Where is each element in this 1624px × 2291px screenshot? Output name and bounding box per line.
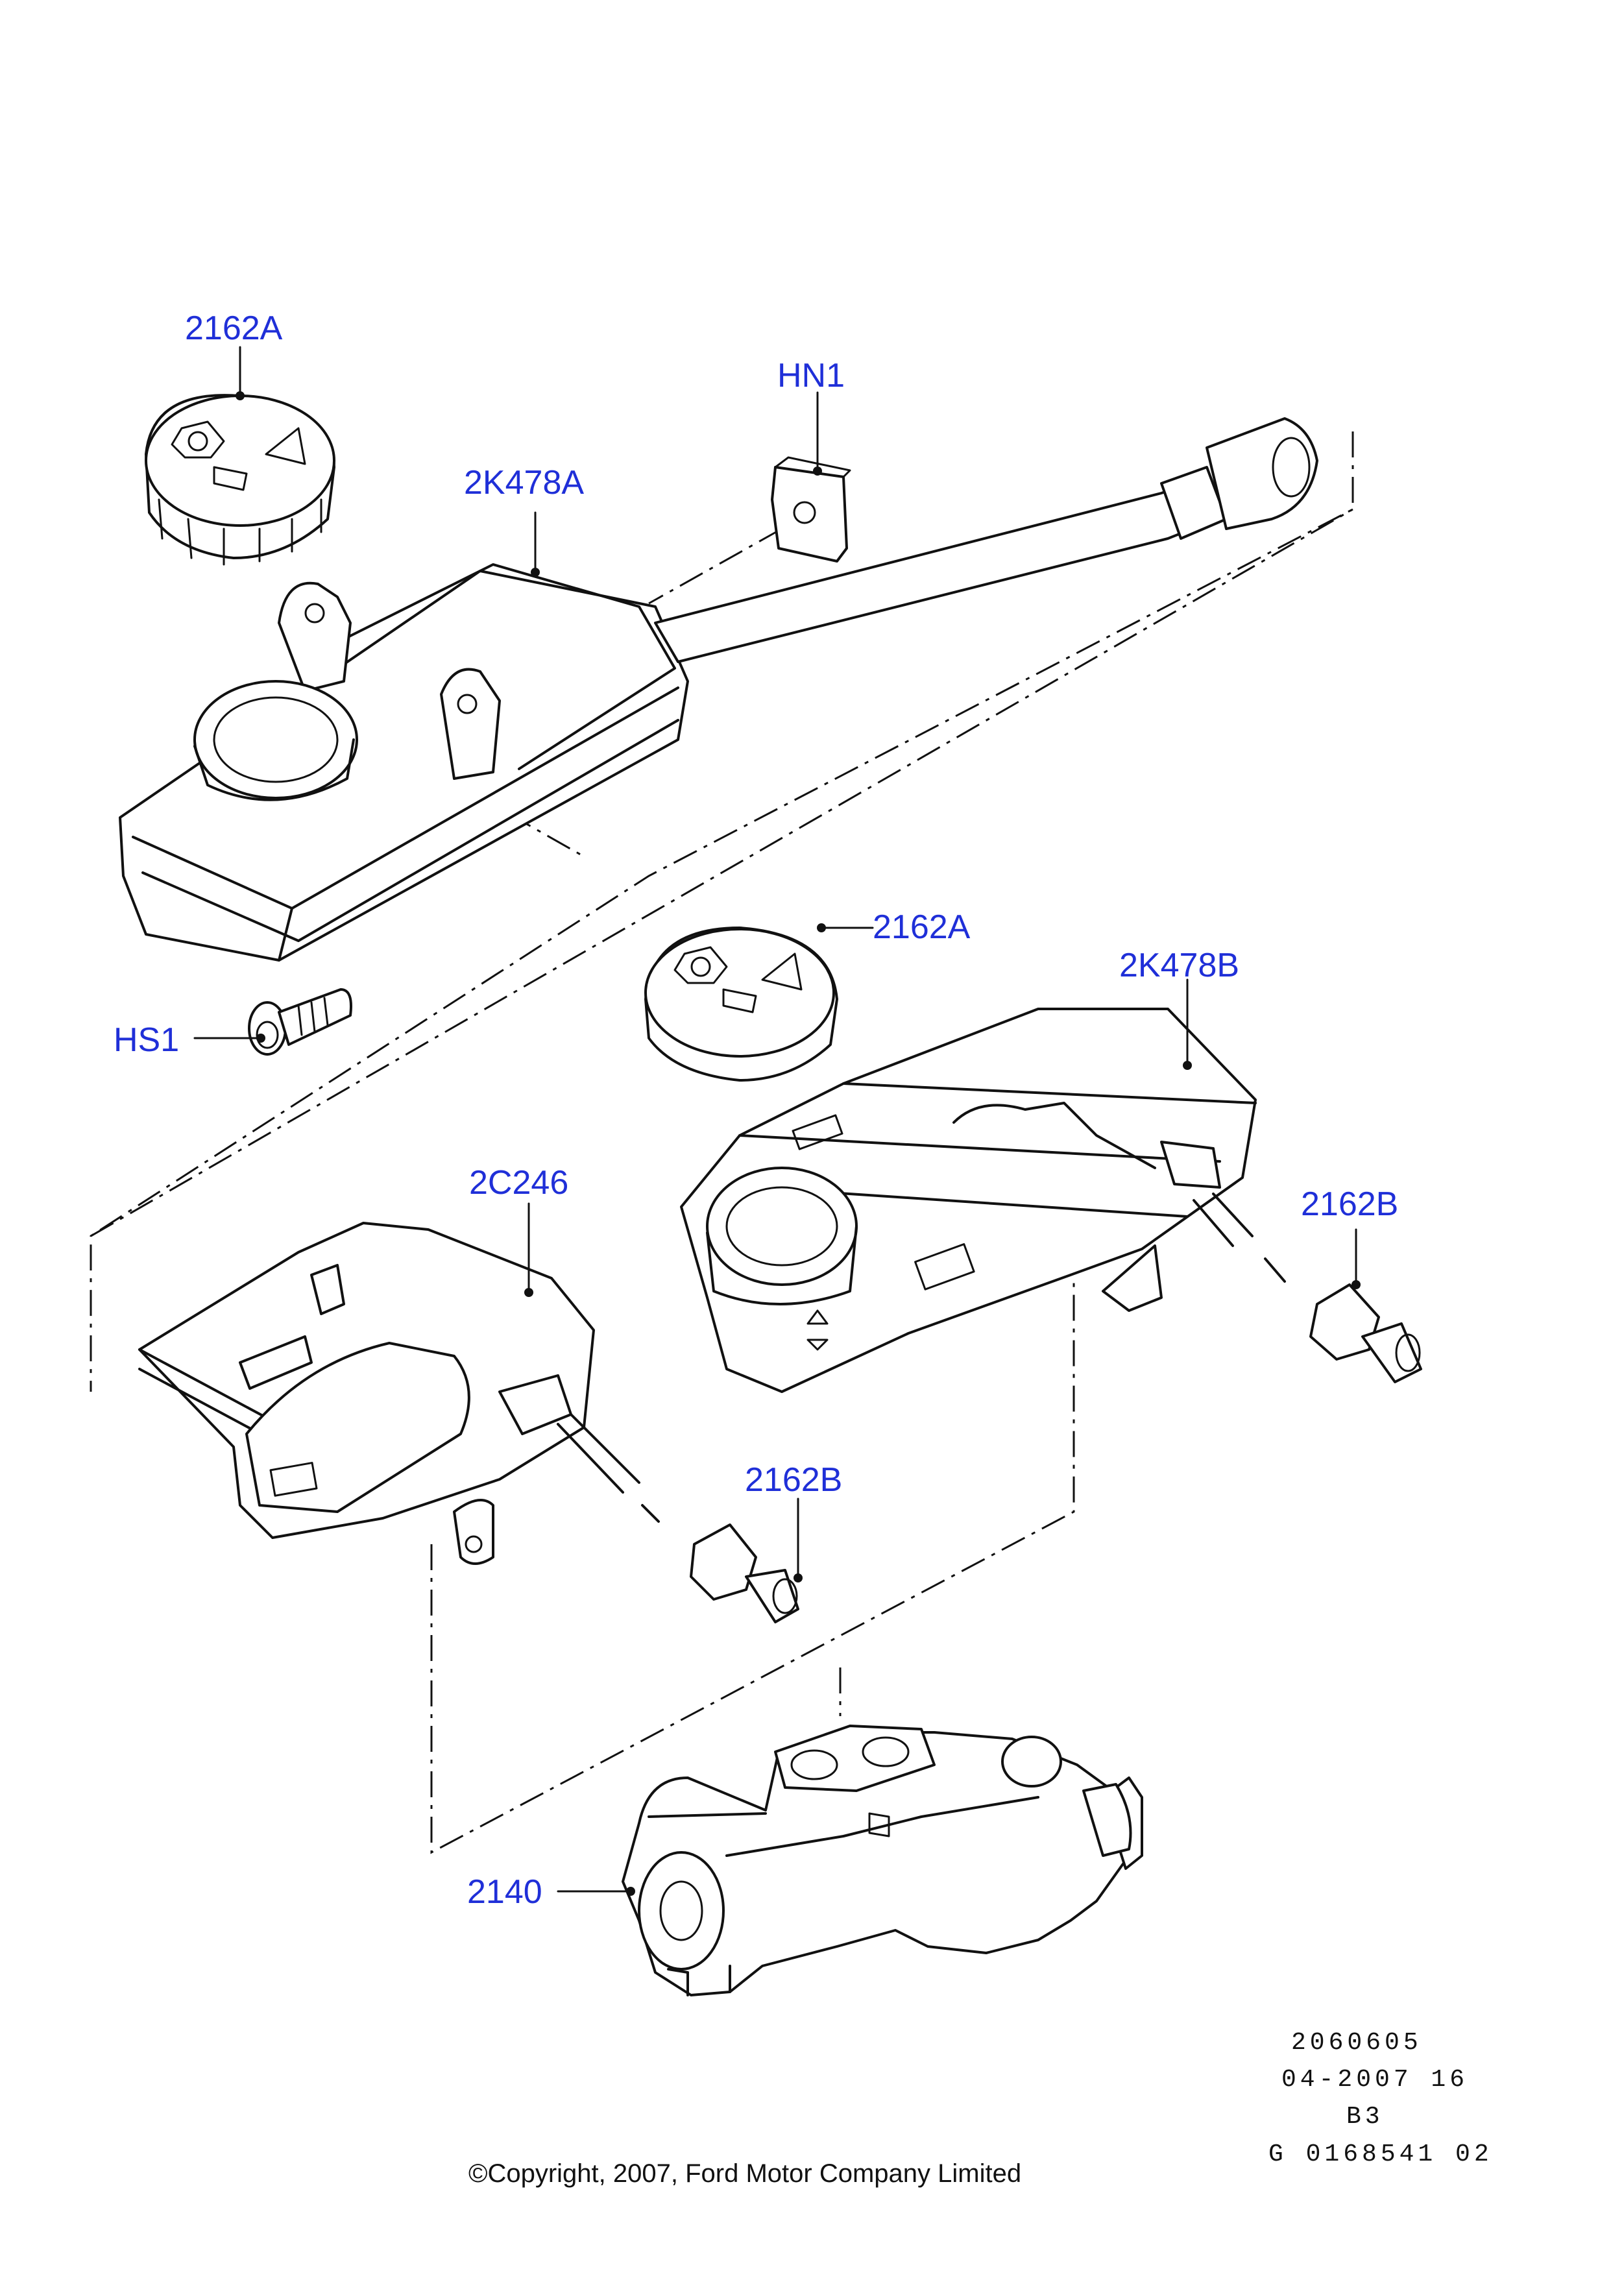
- clip-hn1-drawing: [771, 456, 851, 563]
- reservoir-2c246-drawing: [138, 1222, 660, 1565]
- label-2c246: 2C246: [469, 1164, 569, 1202]
- cap-2162a-mid-drawing: [644, 927, 838, 1082]
- label-2162a-mid: 2162A: [873, 908, 971, 946]
- screw-hs1-drawing: [248, 988, 352, 1056]
- label-hn1: HN1: [777, 357, 845, 394]
- drawing-ref-line-1: 2060605: [1291, 2029, 1422, 2057]
- master-cylinder-2140-drawing: [622, 1725, 1143, 1996]
- sensor-2162b-right-drawing: [1309, 1283, 1422, 1383]
- label-2k478a: 2K478A: [464, 464, 585, 502]
- label-2k478b: 2K478B: [1119, 947, 1240, 984]
- leader-lines: [193, 346, 1361, 1896]
- sensor-2162b-mid-drawing: [690, 1523, 799, 1623]
- reservoir-2k478b-drawing: [680, 1008, 1286, 1393]
- drawing-ref-line-2: 04-2007 16: [1281, 2066, 1469, 2094]
- label-2162b-mid: 2162B: [745, 1461, 843, 1499]
- label-hs1: HS1: [114, 1021, 180, 1059]
- reservoir-2k478a-drawing: [119, 417, 1318, 962]
- copyright-notice: ©Copyright, 2007, Ford Motor Company Lim…: [468, 2159, 1022, 2188]
- label-2162b-right: 2162B: [1301, 1185, 1399, 1223]
- label-2140: 2140: [467, 1873, 542, 1911]
- drawing-ref-line-4: G 0168541 02: [1268, 2140, 1493, 2168]
- cap-2162a-top-drawing: [145, 394, 335, 566]
- label-2162a-top: 2162A: [185, 309, 283, 347]
- drawing-ref-line-3: B3: [1346, 2103, 1384, 2131]
